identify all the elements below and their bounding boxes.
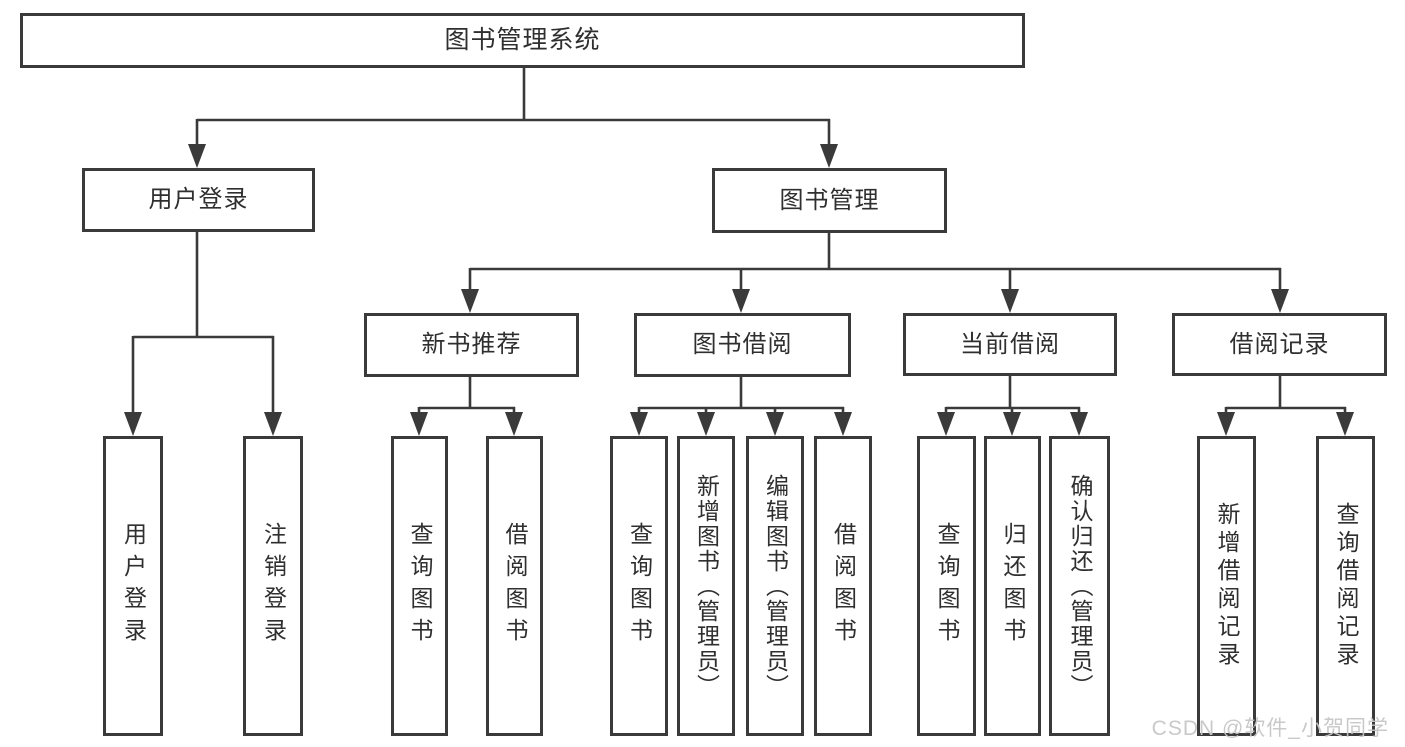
node-leaf-borrow-query: 查询图书 — [610, 436, 668, 736]
node-borrow-records-label: 借阅记录 — [1229, 330, 1330, 358]
node-leaf-newbook-query: 查询图书 — [391, 436, 448, 736]
node-leaf-current-confirm: 确认归还（管理员） — [1049, 436, 1110, 736]
node-current-borrow-label: 当前借阅 — [960, 330, 1060, 358]
node-leaf-borrow-edit: 编辑图书（管理员） — [746, 436, 804, 736]
node-new-book-recommend: 新书推荐 — [364, 313, 579, 377]
node-leaf-newbook-borrow: 借阅图书 — [486, 436, 543, 736]
node-book-management: 图书管理 — [712, 168, 947, 233]
node-book-borrow: 图书借阅 — [634, 313, 851, 377]
node-leaf-record-add: 新增借阅记录 — [1197, 436, 1256, 736]
node-leaf-borrow-query-label: 查询图书 — [626, 522, 653, 650]
node-user-login-label: 用户登录 — [148, 186, 249, 213]
node-leaf-newbook-borrow-label: 借阅图书 — [502, 522, 528, 650]
node-root-label: 图书管理系统 — [444, 26, 601, 54]
node-leaf-logout-label: 注销登录 — [260, 522, 287, 650]
node-leaf-record-query: 查询借阅记录 — [1316, 436, 1375, 736]
node-leaf-current-return-label: 归还图书 — [1000, 522, 1026, 650]
node-leaf-logout: 注销登录 — [243, 436, 303, 736]
node-leaf-user-login-label: 用户登录 — [120, 522, 147, 650]
node-leaf-current-query: 查询图书 — [917, 436, 976, 736]
node-leaf-borrow-edit-label: 编辑图书（管理员） — [762, 473, 789, 699]
node-borrow-records: 借阅记录 — [1172, 313, 1387, 376]
node-leaf-record-add-label: 新增借阅记录 — [1214, 502, 1240, 670]
node-current-borrow: 当前借阅 — [903, 313, 1117, 376]
node-new-book-recommend-label: 新书推荐 — [421, 331, 522, 358]
node-leaf-borrow-borrow: 借阅图书 — [814, 436, 872, 736]
node-leaf-borrow-add: 新增图书（管理员） — [677, 436, 735, 736]
node-book-management-label: 图书管理 — [779, 186, 880, 214]
node-leaf-current-confirm-label: 确认归还（管理员） — [1067, 473, 1093, 699]
node-user-login: 用户登录 — [82, 168, 315, 232]
node-leaf-user-login: 用户登录 — [103, 436, 163, 736]
node-leaf-record-query-label: 查询借阅记录 — [1333, 502, 1359, 670]
node-book-borrow-label: 图书借阅 — [692, 331, 793, 358]
node-leaf-borrow-borrow-label: 借阅图书 — [830, 522, 857, 650]
watermark-text: CSDN @软件_小贺同学 — [1151, 717, 1389, 740]
node-leaf-current-return: 归还图书 — [984, 436, 1041, 736]
node-leaf-borrow-add-label: 新增图书（管理员） — [693, 473, 720, 699]
node-leaf-newbook-query-label: 查询图书 — [407, 522, 433, 650]
node-root: 图书管理系统 — [20, 13, 1025, 68]
node-leaf-current-query-label: 查询图书 — [934, 522, 960, 650]
